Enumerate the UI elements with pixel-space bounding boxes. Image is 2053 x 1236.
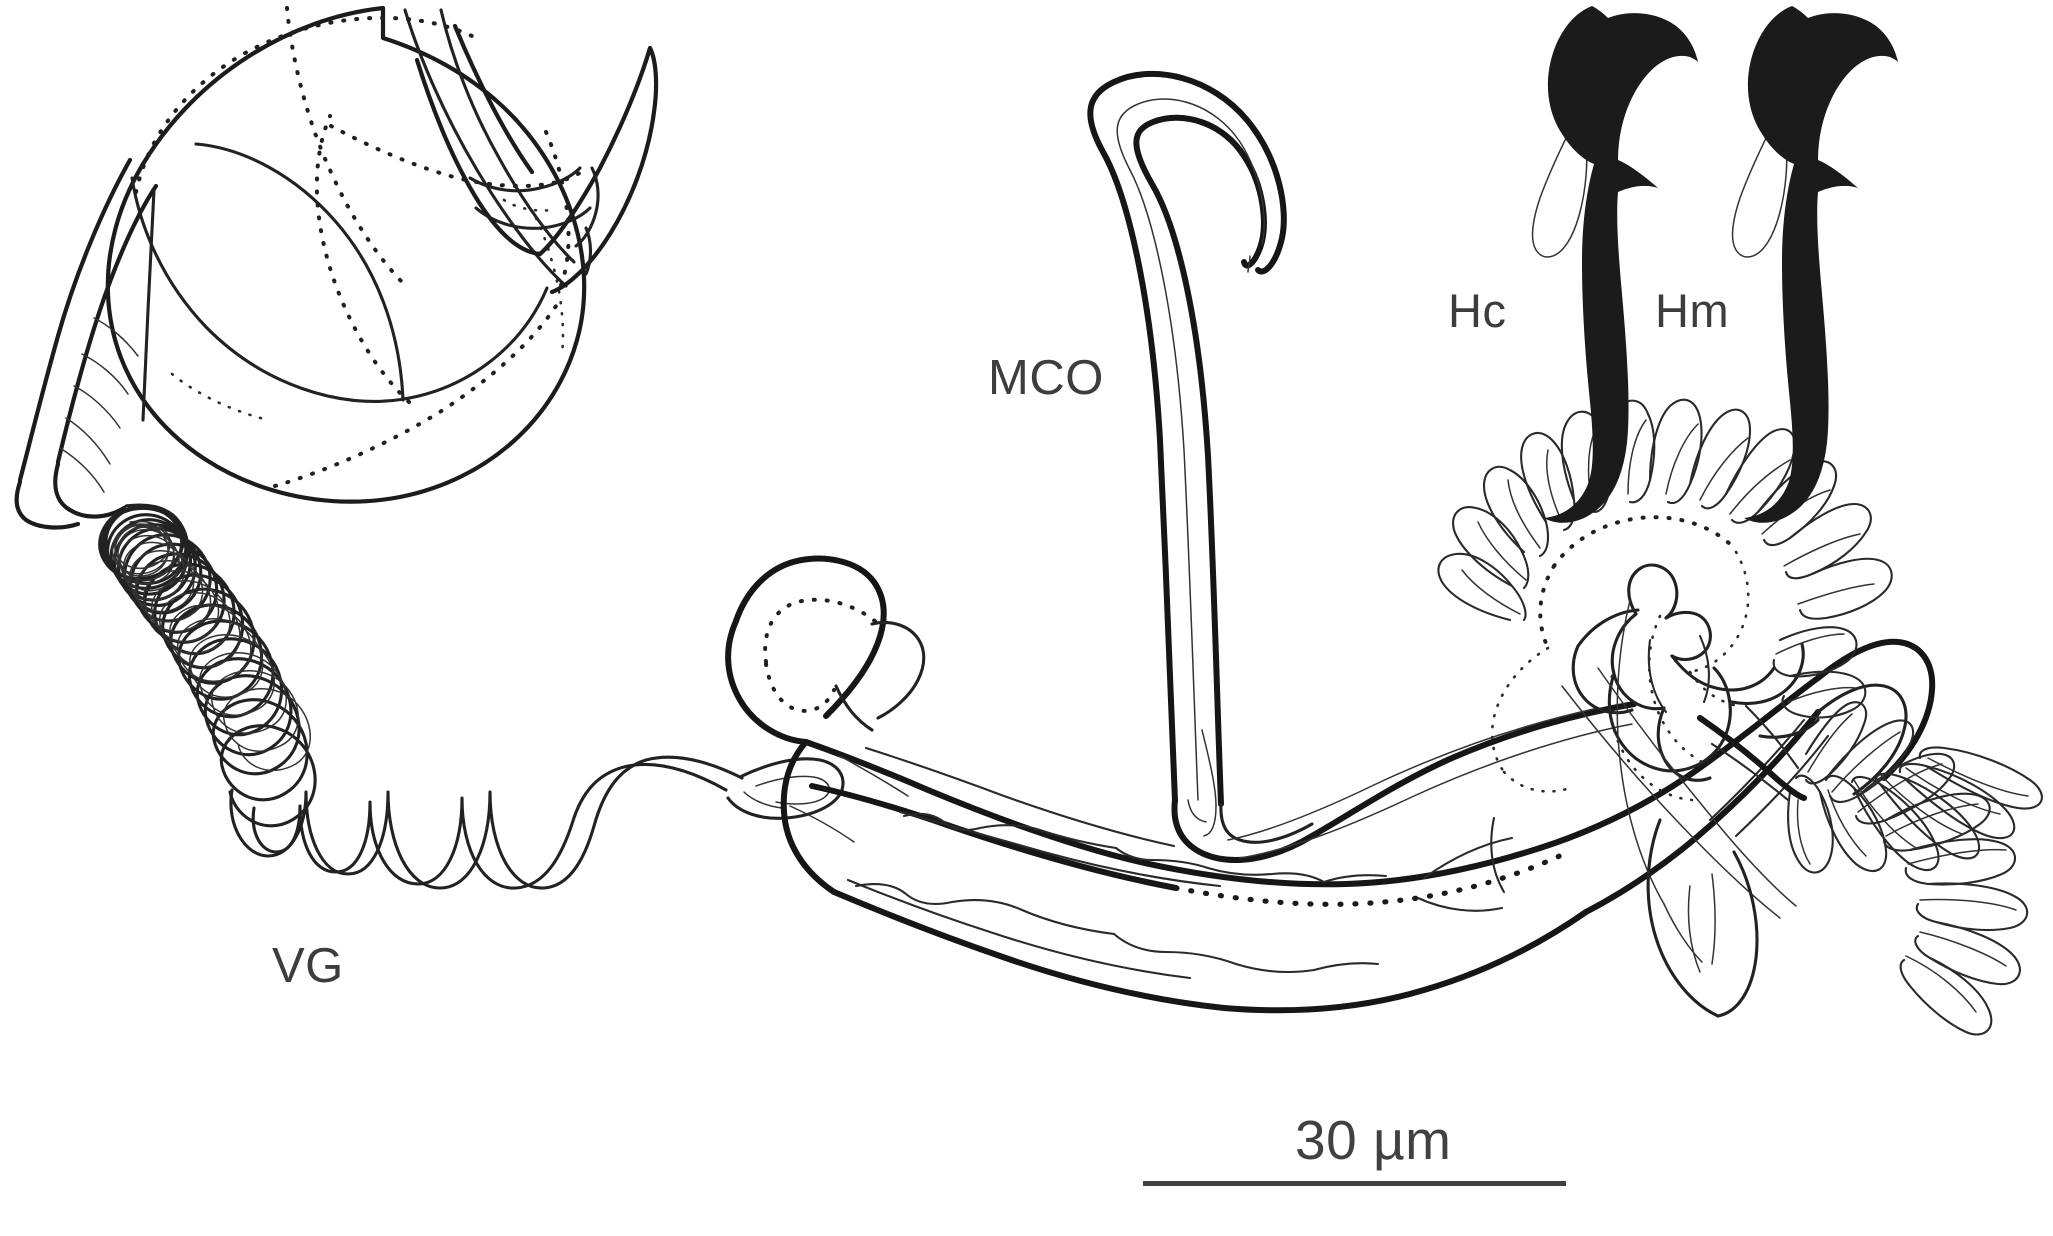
scalebar-label: 30 µm (1295, 1109, 1452, 1171)
haptoral-fan-lower-group (1697, 701, 2043, 1036)
hook-hc-group (1531, 6, 1698, 523)
scalebar-line (1143, 1181, 1566, 1186)
label-vg: VG (272, 939, 344, 993)
hook-hm-group (1731, 6, 1898, 523)
haptoral-complex-group (1416, 515, 1820, 1018)
haptor-body-group (725, 555, 1936, 1014)
vaginal-bulb-group (14, 5, 659, 530)
label-mco: MCO (988, 351, 1104, 405)
label-hm: Hm (1655, 284, 1730, 337)
mco-group (1087, 70, 1637, 863)
label-hc: Hc (1448, 284, 1507, 337)
vaginal-coil-group (98, 503, 845, 890)
